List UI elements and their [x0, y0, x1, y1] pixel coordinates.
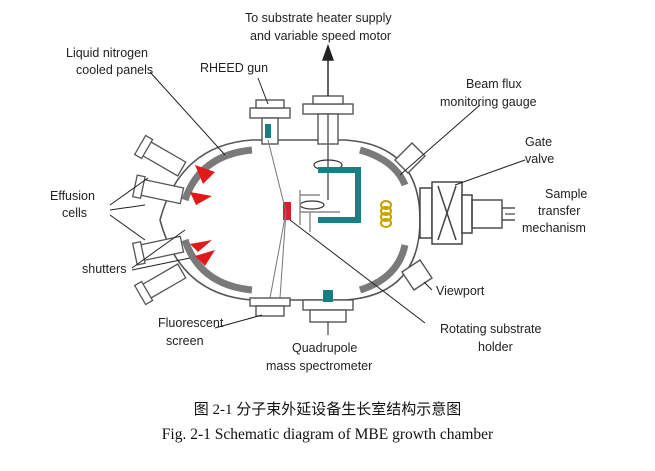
label-gate-valve-1: Gate	[525, 135, 552, 149]
liquid-nitrogen-panels	[181, 146, 409, 294]
sample-transfer-mechanism	[471, 199, 515, 229]
label-effusion-cells-1: Effusion	[50, 189, 95, 203]
label-effusion-cells-2: cells	[62, 206, 87, 220]
beam-flux-gauge-coil	[379, 199, 393, 229]
leader-lines	[109, 71, 526, 335]
quadrupole-probe	[323, 290, 333, 302]
label-rheed-gun: RHEED gun	[200, 61, 268, 75]
mbe-chamber-diagram: To substrate heater supply and variable …	[50, 11, 587, 373]
label-fluorescent-2: screen	[166, 334, 204, 348]
label-liquid-nitrogen-2: cooled panels	[76, 63, 153, 77]
fluorescent-screen-flange	[249, 297, 291, 317]
effusion-cell-2	[131, 174, 212, 205]
label-liquid-nitrogen-1: Liquid nitrogen	[66, 46, 148, 60]
quadrupole-flange	[302, 299, 354, 323]
label-beam-flux-1: Beam flux	[466, 77, 522, 91]
label-sample-transfer-2: transfer	[538, 204, 580, 218]
label-substrate-heater-2: and variable speed motor	[250, 29, 391, 43]
substrate-holder-frame	[299, 190, 340, 232]
caption-chinese: 图 2-1 分子束外延设备生长室结构示意图	[193, 402, 462, 418]
heater-supply-arrow	[322, 43, 334, 96]
caption-english: Fig. 2-1 Schematic diagram of MBE growth…	[161, 426, 494, 443]
substrate-manipulator	[318, 167, 361, 223]
label-gate-valve-2: valve	[525, 152, 554, 166]
label-shutters: shutters	[82, 262, 126, 276]
gate-valve	[419, 181, 473, 245]
label-substrate-heater-1: To substrate heater supply	[245, 11, 392, 25]
label-quadrupole-2: mass spectrometer	[266, 359, 372, 373]
label-rotating-holder-2: holder	[478, 340, 513, 354]
effusion-cell-4	[133, 250, 215, 306]
label-sample-transfer-3: mechanism	[522, 221, 586, 235]
rheed-beam	[267, 139, 287, 299]
label-beam-flux-2: monitoring gauge	[440, 95, 537, 109]
label-viewport: Viewport	[436, 284, 485, 298]
effusion-cell-1	[133, 134, 215, 184]
right-upper-port	[394, 142, 426, 174]
substrate-sample	[283, 202, 291, 220]
label-rotating-holder-1: Rotating substrate	[440, 322, 541, 336]
label-fluorescent-1: Fluorescent	[158, 316, 224, 330]
label-sample-transfer-1: Sample	[545, 187, 587, 201]
label-quadrupole-1: Quadrupole	[292, 341, 357, 355]
rheed-gun-tip	[265, 124, 271, 138]
